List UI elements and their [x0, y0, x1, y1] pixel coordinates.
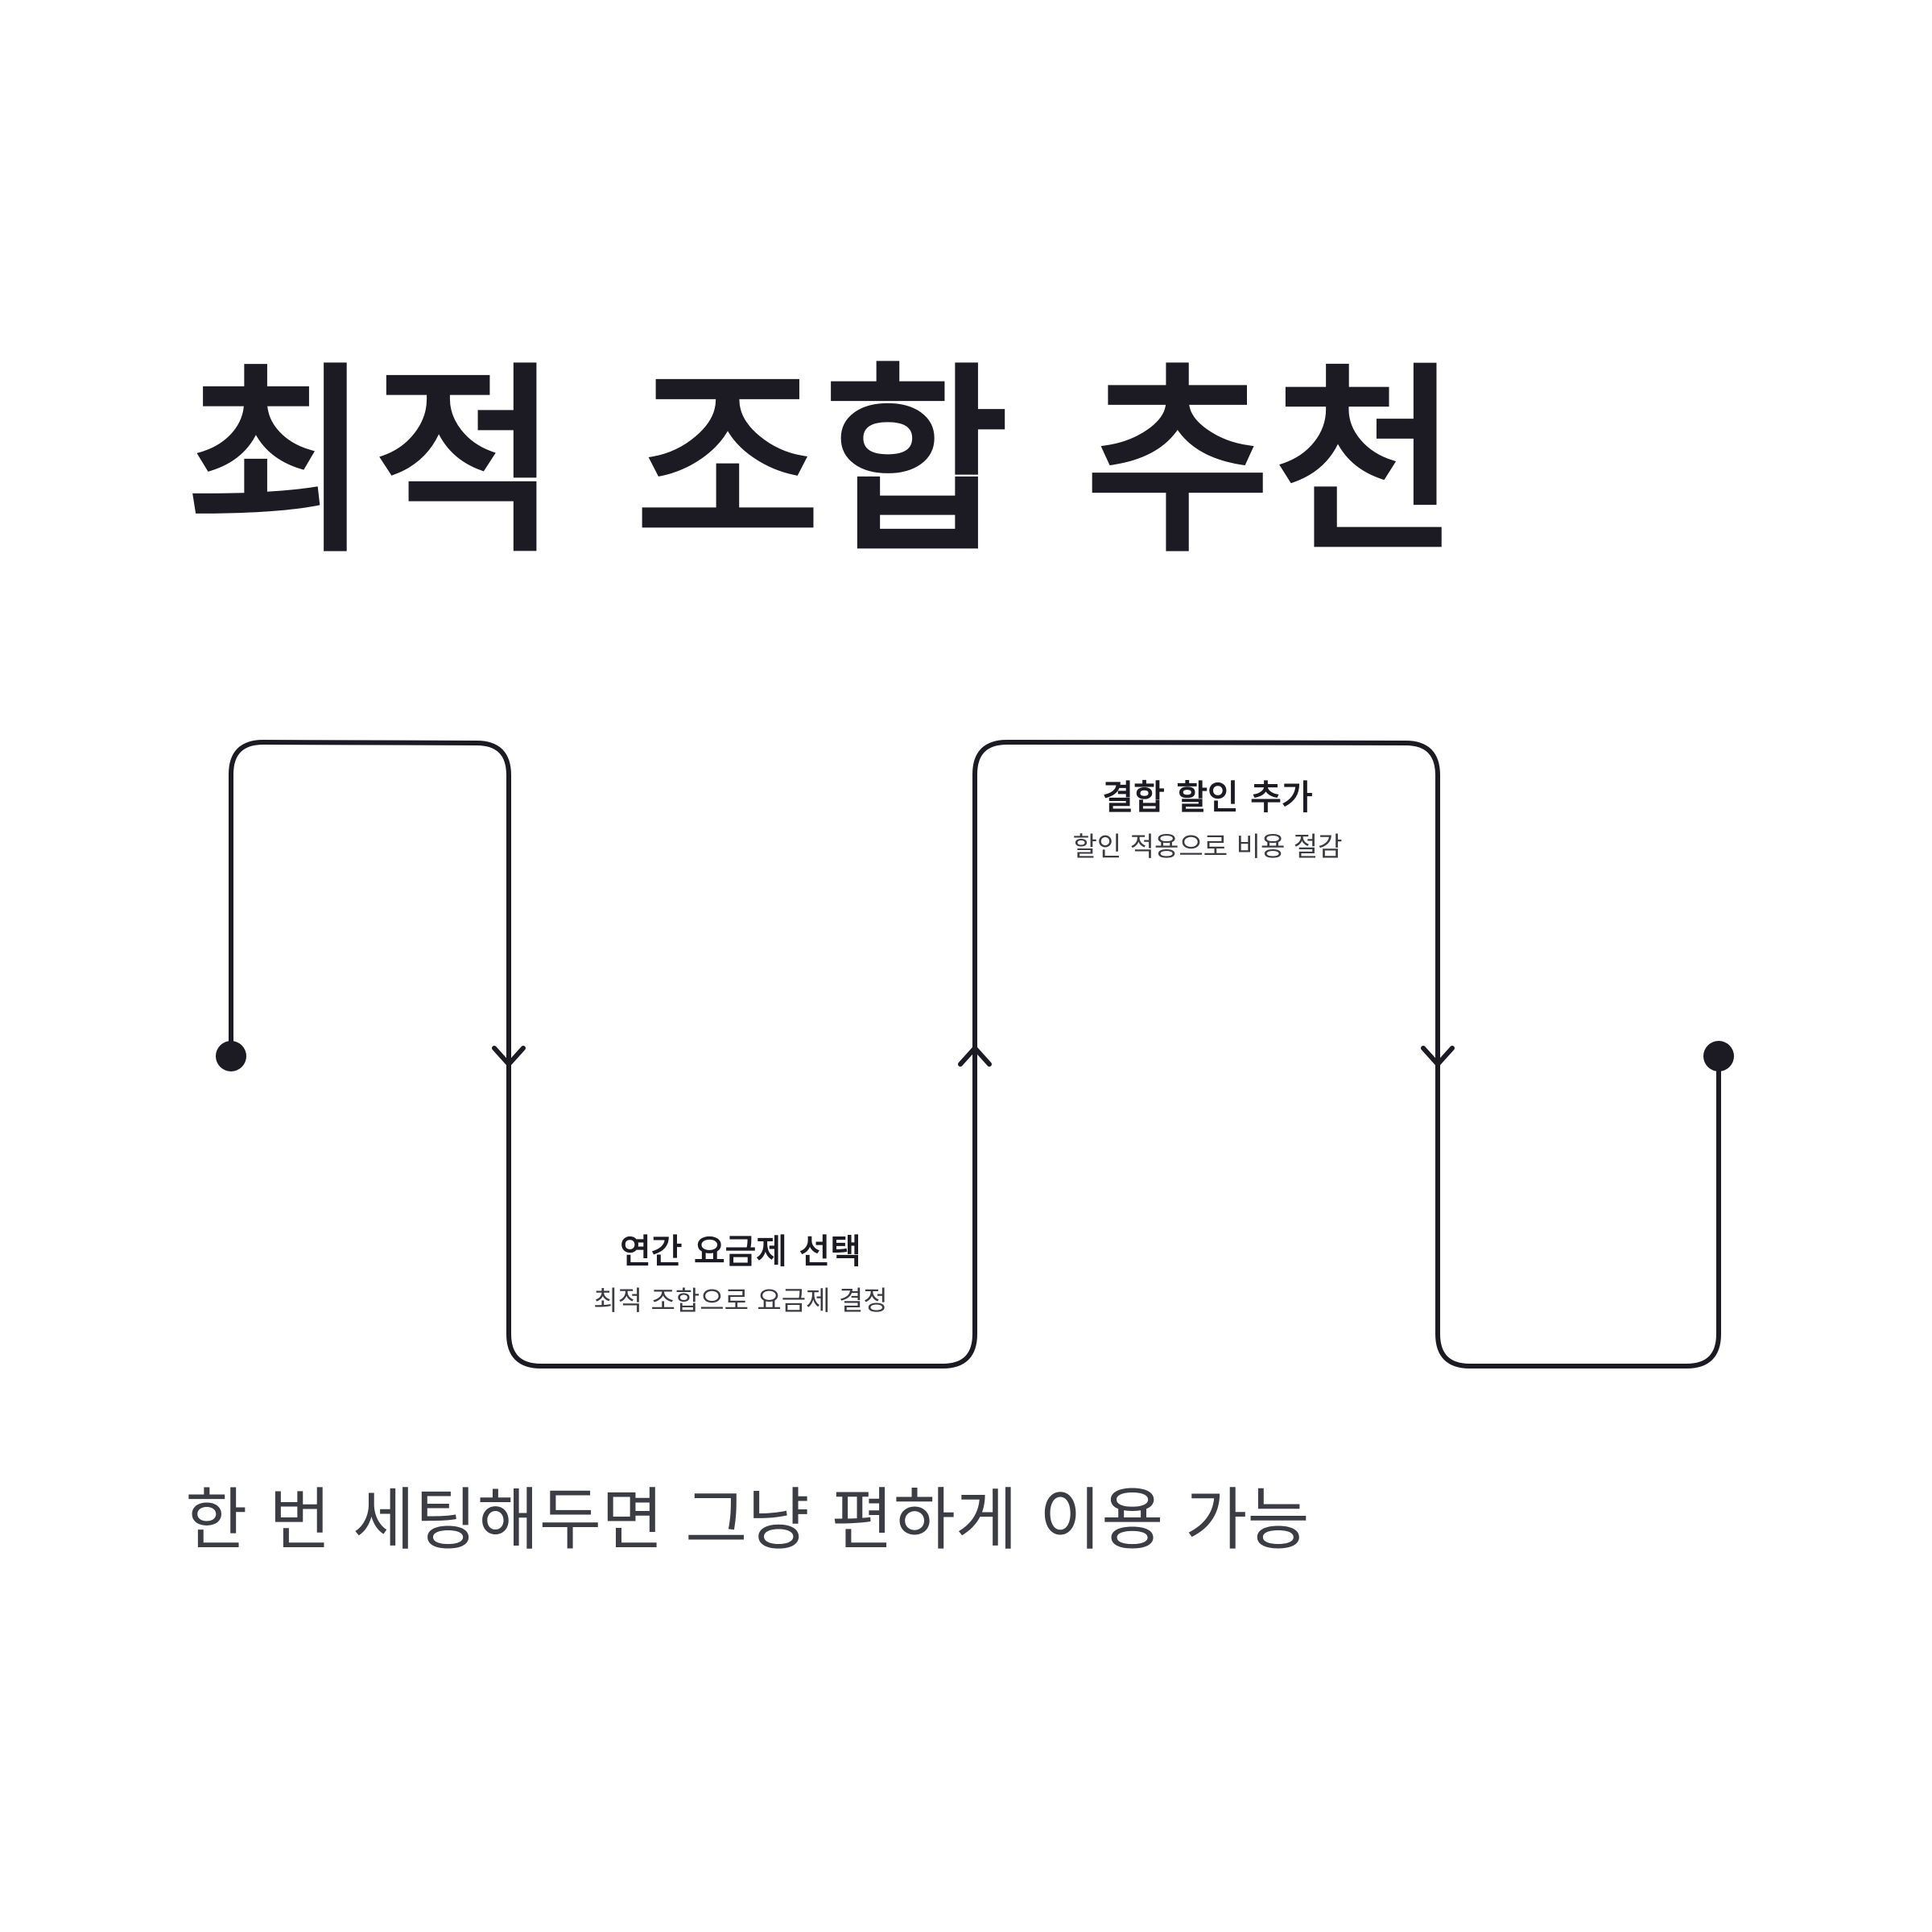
- flow-path: [229, 740, 1721, 1368]
- end-node: [1703, 1041, 1734, 1071]
- step-subtitle: 최적 조합으로 요금제 결정: [593, 1285, 888, 1317]
- step-bundle-discount: 결합 할인 추가 할인 적용으로 비용 절감: [1038, 778, 1377, 863]
- step-annual-plan: 연간 요금제 선택 최적 조합으로 요금제 결정: [580, 1232, 902, 1317]
- step-title: 연간 요금제 선택: [620, 1232, 861, 1271]
- step-subtitle: 할인 적용으로 비용 절감: [1072, 831, 1343, 863]
- arrow-down-icon: [492, 1046, 526, 1067]
- start-node: [216, 1041, 246, 1071]
- arrow-up-icon: [958, 1046, 992, 1067]
- step-title: 결합 할인 추가: [1102, 778, 1313, 817]
- footer-caption: 한 번 세팅해두면 그냥 편하게 이용 가능: [185, 1480, 1310, 1559]
- page-title: 최적 조합 추천: [185, 345, 1463, 580]
- arrow-down-icon: [1421, 1046, 1455, 1067]
